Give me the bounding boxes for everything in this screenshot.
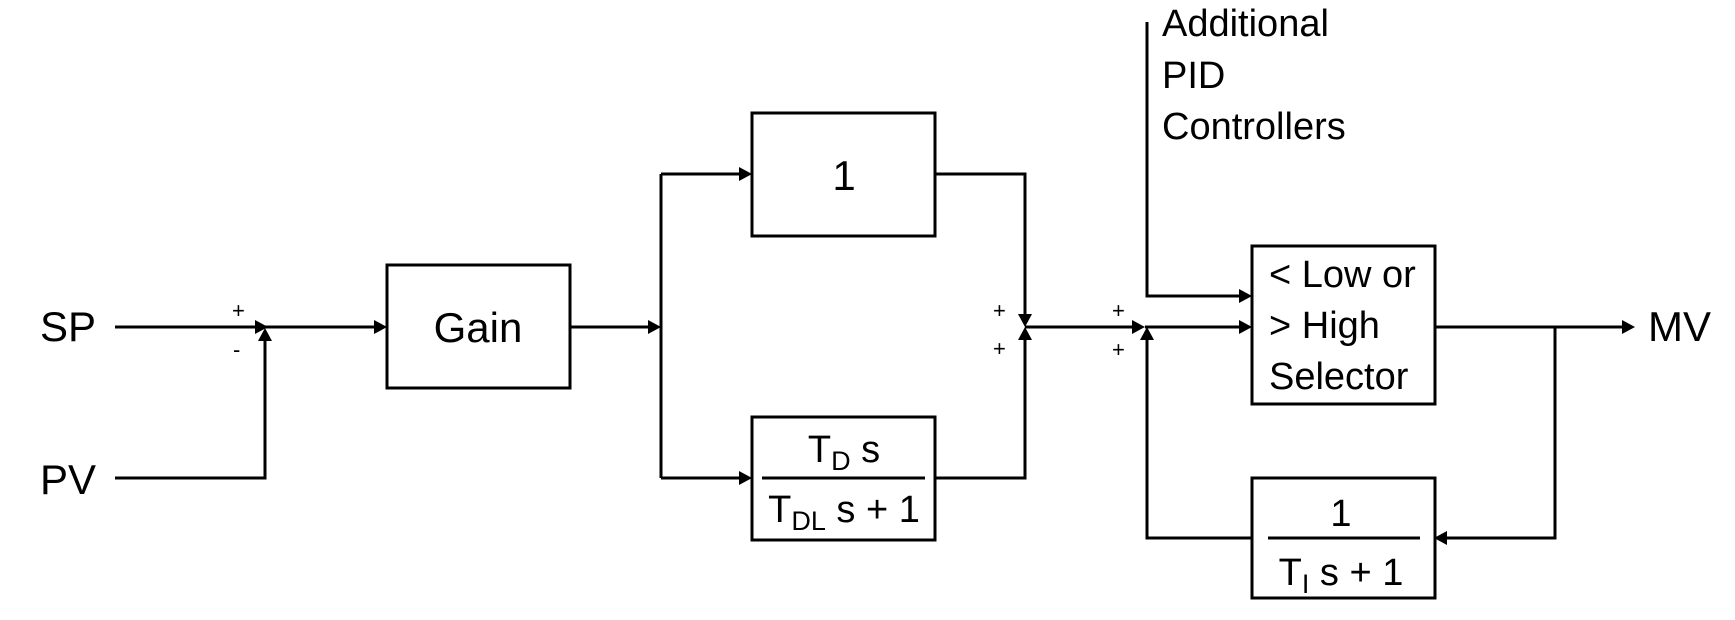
additional-label-line2: PID: [1162, 55, 1225, 97]
selector-label-line1: < Low or: [1269, 254, 1416, 296]
selector-label-line2: > High: [1269, 305, 1380, 347]
derivative-input-arrowhead: [739, 471, 752, 485]
additional-label-line3: Controllers: [1162, 106, 1346, 148]
sum2-top-plus-sign: +: [993, 298, 1006, 323]
gain-input-arrowhead: [374, 320, 387, 334]
proportional-output-wire: [935, 172, 1027, 314]
selector-input-arrowhead: [1239, 320, 1252, 334]
derivative-numerator: TD s: [808, 429, 880, 476]
proportional-block: [750, 111, 937, 238]
integral-input-arrowhead: [1434, 531, 1447, 545]
mv-output-arrowhead: [1622, 320, 1635, 334]
derivative-output-arrowhead: [1018, 327, 1032, 340]
additional-label-line1: Additional: [1162, 3, 1329, 45]
sum3-input-arrowhead: [1132, 320, 1145, 334]
integral-ti-subscript: I: [1302, 569, 1310, 599]
sum1-minus-sign: -: [233, 337, 240, 362]
pv-arrowhead: [258, 328, 272, 341]
derivative-td-subscript: D: [831, 446, 851, 476]
integral-output-wire: [1145, 340, 1252, 540]
additional-controllers-wire: [1145, 22, 1239, 298]
sp-arrowhead: [255, 320, 268, 334]
integral-numerator: 1: [1330, 493, 1351, 535]
selector-block: [1250, 244, 1437, 406]
selector-label-line3: Selector: [1269, 356, 1409, 398]
derivative-denominator-tail: s + 1: [826, 489, 920, 531]
proportional-input-arrowhead: [739, 167, 752, 181]
sum3-top-plus-sign: +: [1112, 298, 1125, 323]
feedback-tap-wire: [1447, 327, 1557, 540]
derivative-denominator: TDL s + 1: [768, 489, 920, 536]
mv-label: MV: [1648, 303, 1711, 350]
pv-label: PV: [40, 456, 96, 503]
pv-wire: [115, 340, 267, 480]
derivative-output-wire: [935, 340, 1027, 480]
integral-denominator-tail: s + 1: [1309, 552, 1403, 594]
proportional-output-arrowhead: [1018, 314, 1032, 327]
integral-output-arrowhead: [1140, 327, 1154, 340]
integral-denominator: TI s + 1: [1279, 552, 1404, 599]
derivative-td-main: T: [808, 429, 831, 471]
derivative-tdl-subscript: DL: [791, 506, 826, 536]
additional-controllers-arrowhead: [1239, 289, 1252, 303]
gain-block: [385, 263, 572, 390]
integral-ti-main: T: [1279, 552, 1302, 594]
derivative-tdl-main: T: [768, 489, 791, 531]
gain-label: Gain: [434, 304, 523, 351]
proportional-gain-label: 1: [832, 152, 855, 199]
sp-label: SP: [40, 303, 96, 350]
branch-arrowhead: [648, 320, 661, 334]
sum3-bottom-plus-sign: +: [1112, 337, 1125, 362]
derivative-numerator-tail: s: [851, 429, 881, 471]
sum1-plus-sign: +: [232, 298, 245, 323]
sum2-bottom-plus-sign: +: [993, 336, 1006, 361]
